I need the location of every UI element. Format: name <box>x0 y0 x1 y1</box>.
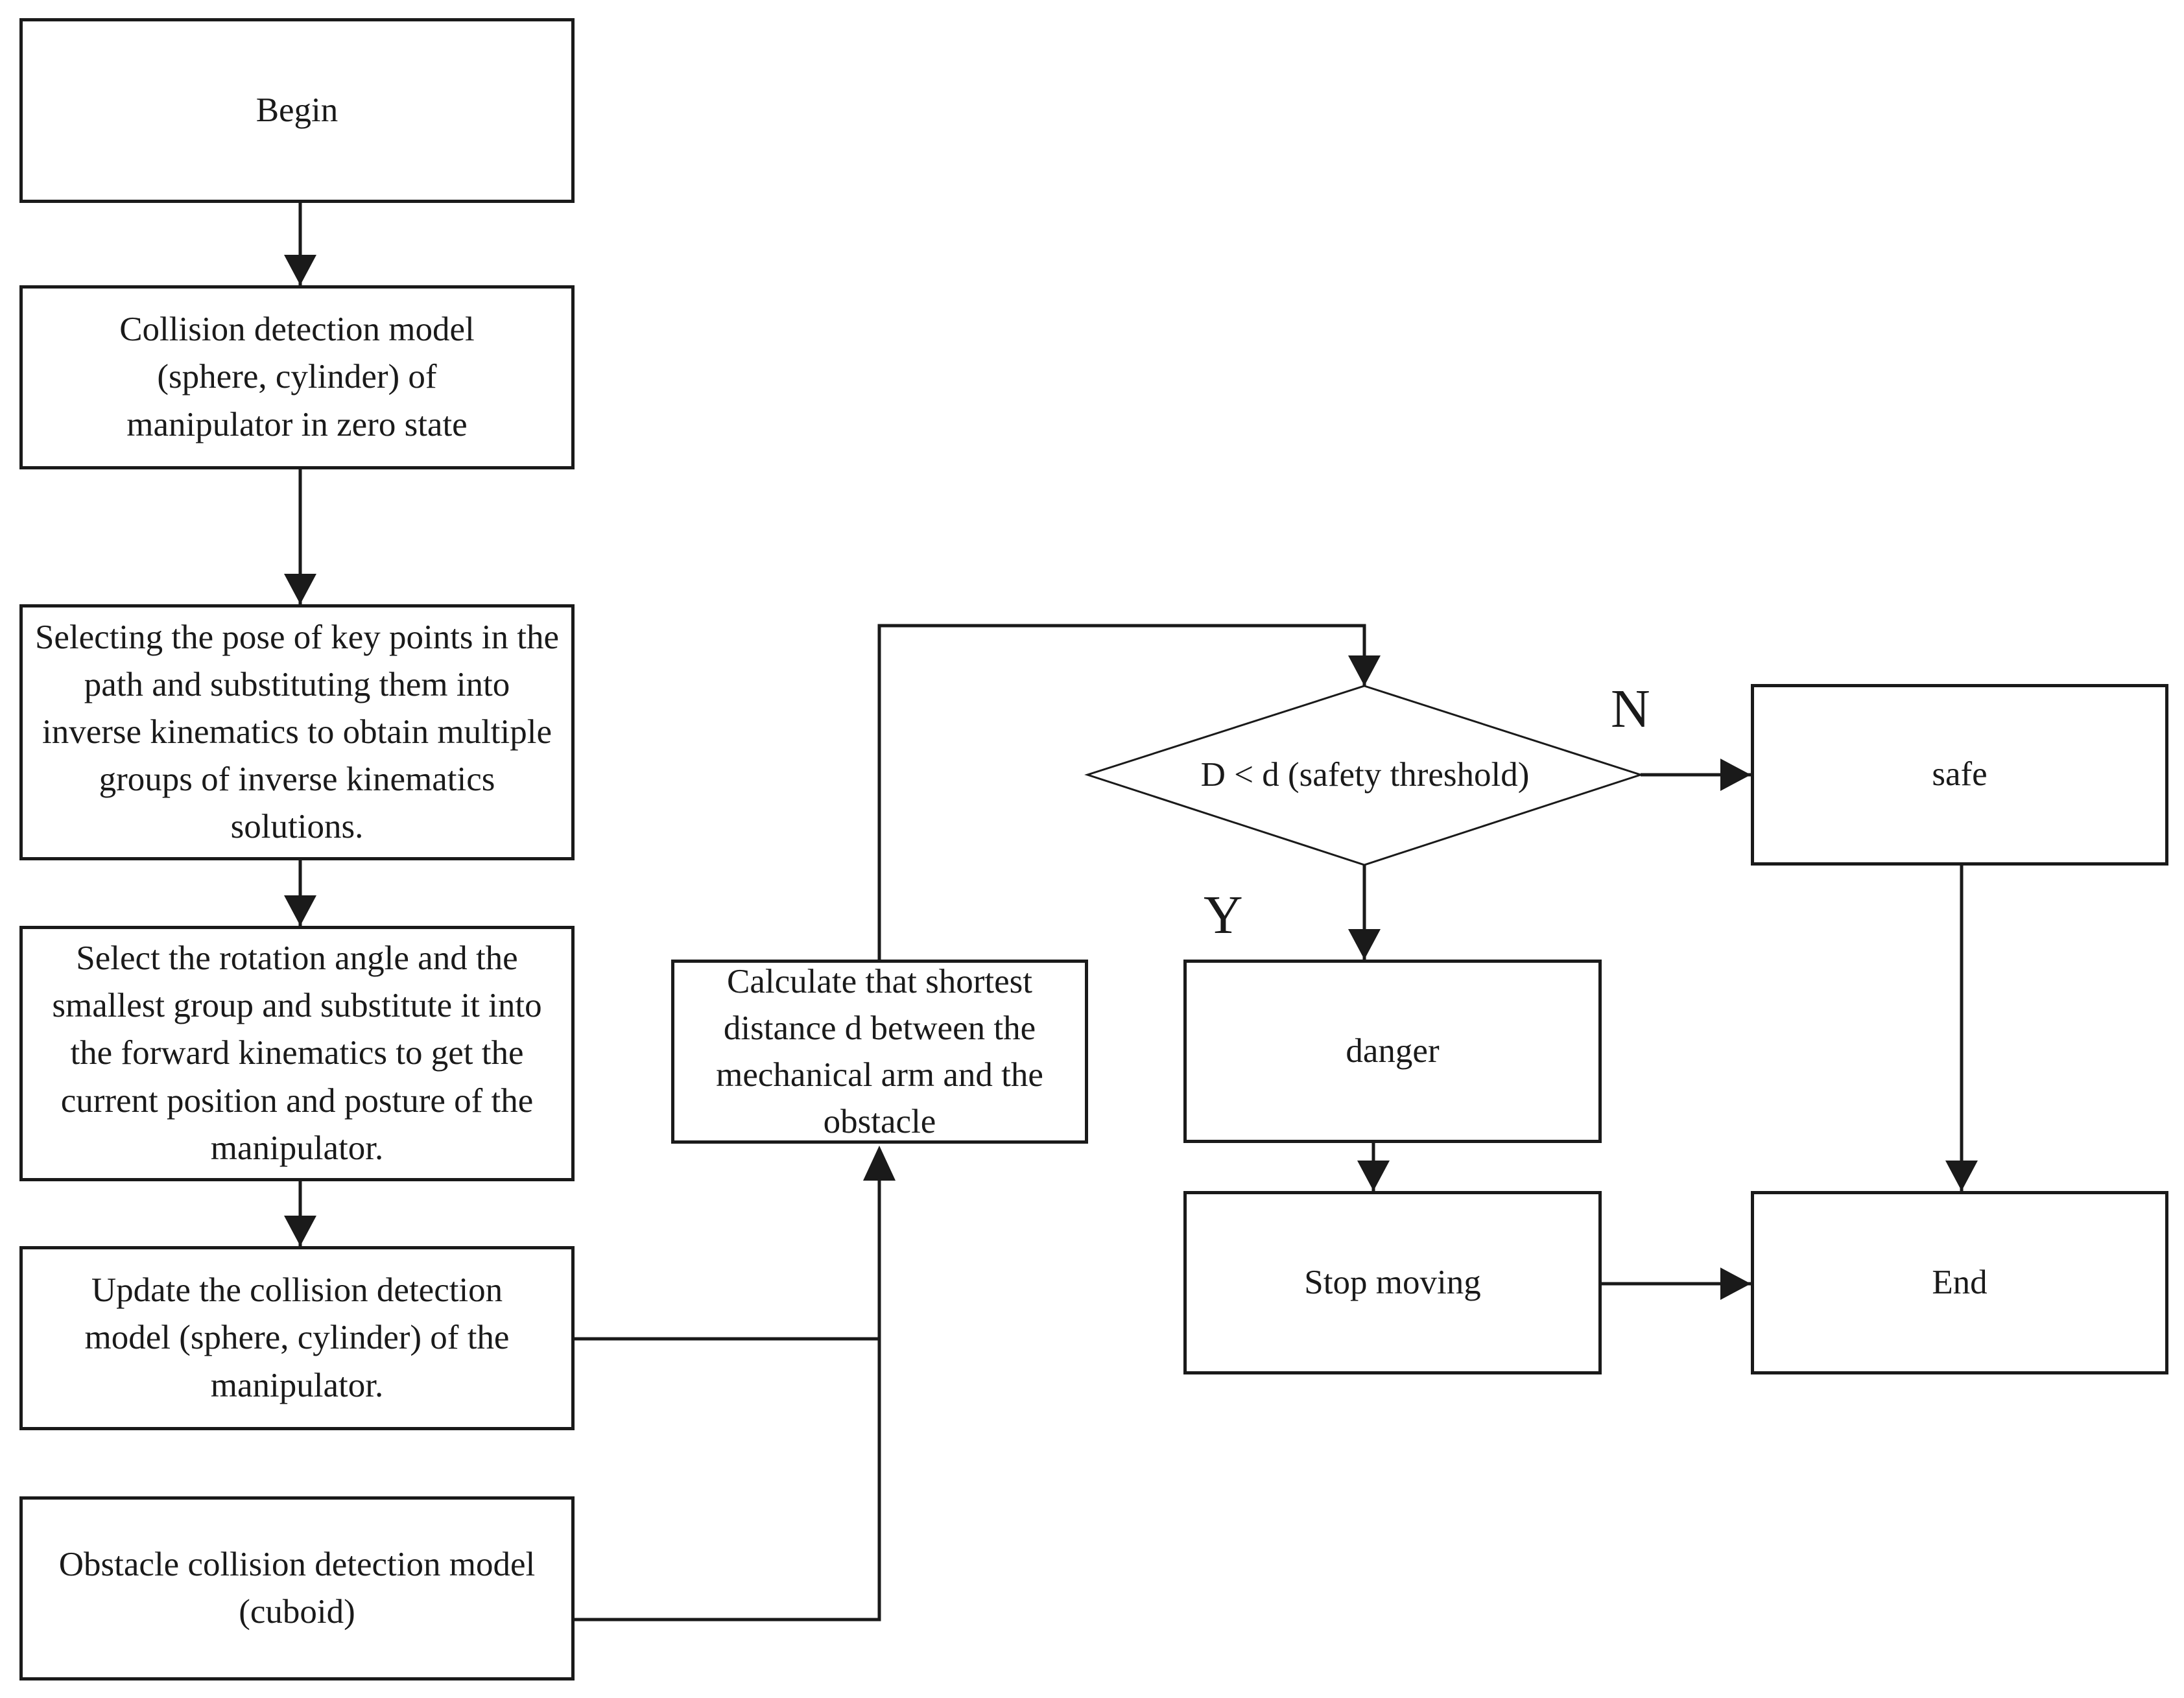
select-pose-box: Selecting the pose of key points in the … <box>19 604 575 860</box>
select-rotation-box: Select the rotation angle and the smalle… <box>19 926 575 1181</box>
safe-box: safe <box>1751 684 2168 866</box>
obstacle-model-box: Obstacle collision detection model (cubo… <box>19 1496 575 1680</box>
arrowhead-model-to-select-pose <box>284 574 316 604</box>
select-rotation-label: Select the rotation angle and the smalle… <box>52 939 542 1167</box>
stop-moving-label: Stop moving <box>1304 1263 1481 1301</box>
select-pose-label: Selecting the pose of key points in the … <box>34 618 560 846</box>
decision-label: D < d (safety threshold) <box>1200 756 1530 794</box>
stop-moving-box: Stop moving <box>1183 1191 1602 1374</box>
arrowhead-rotation-to-update <box>284 1216 316 1246</box>
update-model-box: Update the collision detection model (sp… <box>19 1246 575 1430</box>
obstacle-model-label: Obstacle collision detection model (cubo… <box>58 1545 536 1631</box>
branch-label-no: N <box>1611 679 1650 739</box>
calculate-distance-box: Calculate that shortest distance d betwe… <box>671 960 1088 1144</box>
branch-label-yes: Y <box>1204 885 1243 945</box>
arrowhead-decision-to-safe <box>1720 759 1751 791</box>
line-obstacle-to-junction <box>575 1181 881 1621</box>
zero-state-model-label: Collision detection model (sphere, cylin… <box>119 311 475 443</box>
arrowhead-decision-to-danger <box>1348 929 1381 960</box>
decision-diamond <box>1084 685 1644 866</box>
arrowhead-safe-to-end <box>1945 1161 1978 1191</box>
danger-box: danger <box>1183 960 1602 1143</box>
arrowhead-stop-to-end <box>1720 1268 1751 1300</box>
arrowhead-calculate-to-decision <box>1348 655 1381 686</box>
end-label: End <box>1932 1263 1988 1301</box>
arrowhead-select-pose-to-rotation <box>284 895 316 926</box>
danger-label: danger <box>1346 1032 1440 1070</box>
arrowhead-danger-to-stop <box>1357 1161 1390 1191</box>
begin-label: Begin <box>255 91 338 129</box>
end-box: End <box>1751 1191 2168 1374</box>
begin-box: Begin <box>19 18 575 203</box>
safe-label: safe <box>1932 755 1988 794</box>
update-model-label: Update the collision detection model (sp… <box>84 1271 510 1404</box>
arrowhead-begin-to-model <box>284 255 316 285</box>
zero-state-model-box: Collision detection model (sphere, cylin… <box>19 285 575 469</box>
arrowhead-into-calculate <box>863 1146 896 1181</box>
calculate-distance-label: Calculate that shortest distance d betwe… <box>716 962 1043 1141</box>
